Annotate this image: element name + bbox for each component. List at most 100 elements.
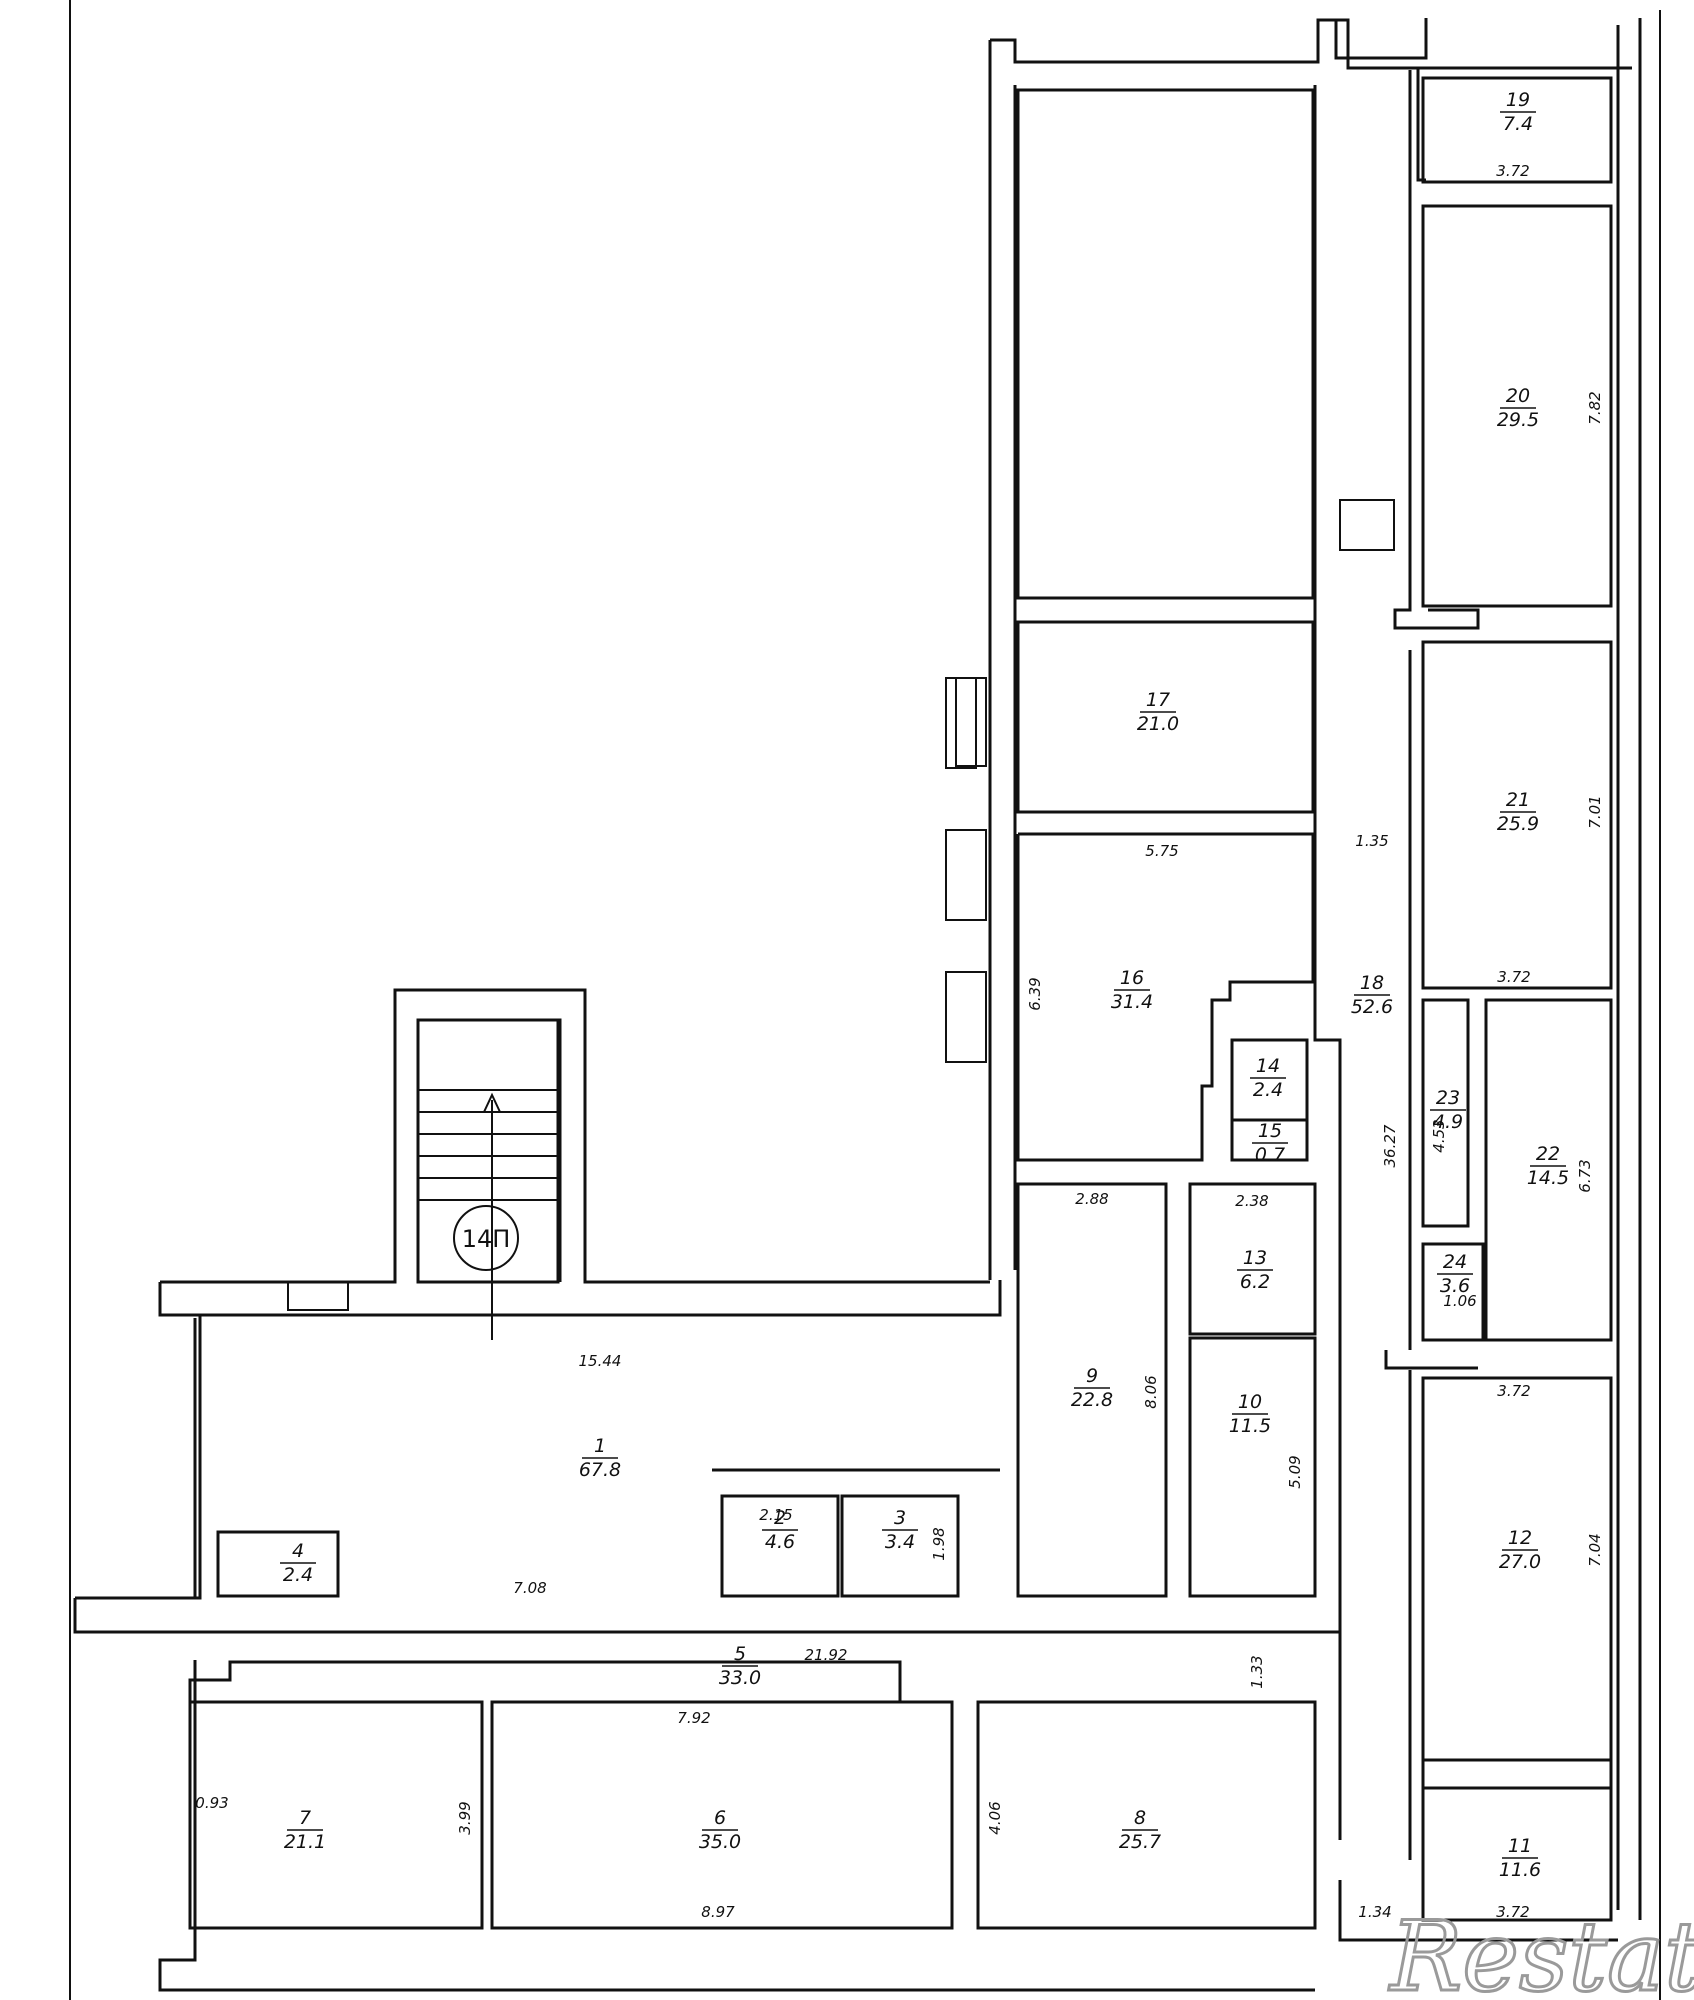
dimension-label: 36.27 — [1381, 1124, 1399, 1167]
dimension-label: 3.72 — [1496, 162, 1529, 180]
room-area: 14.5 — [1527, 1167, 1569, 1189]
dimension-label: 2.88 — [1075, 1190, 1108, 1208]
dimension-label: 0.93 — [195, 1794, 228, 1812]
room-number: 12 — [1508, 1527, 1532, 1549]
room-area: 11.6 — [1499, 1859, 1541, 1881]
room-area: 0.7 — [1255, 1144, 1285, 1166]
room-7 — [188, 1700, 484, 1930]
room-label-7: 721.1 — [284, 1807, 326, 1853]
room-outlines — [188, 76, 1613, 1930]
room-area: 21.1 — [284, 1831, 326, 1853]
dimension-label: 1.98 — [930, 1527, 948, 1560]
room-number: 15 — [1258, 1120, 1282, 1142]
room-label-2: 24.6 — [762, 1507, 798, 1553]
room-number: 16 — [1120, 967, 1144, 989]
dimension-label: 6.73 — [1576, 1159, 1594, 1192]
room-label-14: 142.4 — [1250, 1055, 1286, 1101]
dimension-label: 8.97 — [701, 1903, 735, 1921]
room-number: 21 — [1506, 789, 1530, 811]
room-number: 9 — [1086, 1365, 1098, 1387]
room-area: 35.0 — [699, 1831, 741, 1853]
dimension-label: 4.53 — [1430, 1119, 1448, 1152]
dimension-label: 6.39 — [1026, 977, 1044, 1010]
room-9 — [1016, 1182, 1168, 1598]
room-number: 22 — [1536, 1143, 1560, 1165]
room-number: 4 — [292, 1540, 304, 1562]
room-unlabeled — [1016, 88, 1315, 600]
room-number: 13 — [1243, 1247, 1267, 1269]
dimension-label: 1.35 — [1355, 832, 1388, 850]
room-area: 29.5 — [1497, 409, 1539, 431]
dimension-label: 5.75 — [1145, 842, 1178, 860]
dimension-label: 3.72 — [1497, 1382, 1530, 1400]
room-number: 3 — [894, 1507, 906, 1529]
room-number: 11 — [1508, 1835, 1532, 1857]
room-13 — [1188, 1182, 1317, 1336]
dimension-label: 5.09 — [1286, 1455, 1304, 1488]
room-label-19: 197.4 — [1500, 89, 1536, 135]
room-area: 25.7 — [1119, 1831, 1161, 1853]
room-number: 23 — [1436, 1087, 1460, 1109]
room-19 — [1421, 76, 1613, 184]
room-label-9: 922.8 — [1071, 1365, 1113, 1411]
room-label-6: 635.0 — [699, 1807, 741, 1853]
room-20 — [1421, 204, 1613, 608]
dimension-label: 3.72 — [1497, 968, 1530, 986]
room-12 — [1421, 1376, 1613, 1790]
dimension-label: 7.82 — [1586, 391, 1604, 424]
room-label-8: 825.7 — [1119, 1807, 1161, 1853]
room-area: 33.0 — [719, 1667, 761, 1689]
room-area: 25.9 — [1497, 813, 1539, 835]
room-label-24: 243.6 — [1437, 1251, 1473, 1297]
room-area: 67.8 — [579, 1459, 621, 1481]
dimension-label: 7.92 — [677, 1709, 710, 1727]
room-15 — [1230, 1118, 1309, 1162]
room-label-13: 136.2 — [1237, 1247, 1273, 1293]
room-label-15: 150.7 — [1252, 1120, 1288, 1166]
room-number: 7 — [299, 1807, 311, 1829]
room-23 — [1421, 998, 1470, 1228]
dimension-label: 7.08 — [513, 1579, 546, 1597]
dimension-label: 4.06 — [986, 1801, 1004, 1834]
room-6 — [490, 1700, 954, 1930]
staircase — [287, 499, 1395, 1340]
room-area: 2.4 — [283, 1564, 313, 1586]
room-area: 27.0 — [1499, 1551, 1541, 1573]
watermark: Restate — [1388, 1901, 1694, 2000]
room-area: 22.8 — [1071, 1389, 1113, 1411]
room-number: 5 — [734, 1643, 746, 1665]
room-label-1: 167.8 — [579, 1435, 621, 1481]
stair-mark: 14П — [462, 1225, 511, 1253]
room-area: 52.6 — [1351, 996, 1393, 1018]
room-number: 18 — [1360, 972, 1384, 994]
room-number: 8 — [1134, 1807, 1146, 1829]
room-area: 7.4 — [1503, 113, 1533, 135]
room-11 — [1421, 1758, 1613, 1922]
room-area: 6.2 — [1240, 1271, 1270, 1293]
room-area: 3.6 — [1440, 1275, 1470, 1297]
room-area: 11.5 — [1229, 1415, 1271, 1437]
room-8 — [976, 1700, 1317, 1930]
room-number: 20 — [1506, 385, 1530, 407]
room-area: 2.4 — [1253, 1079, 1283, 1101]
room-area: 4.6 — [765, 1531, 795, 1553]
room-area: 4.9 — [1433, 1111, 1463, 1133]
room-label-4: 42.4 — [280, 1540, 316, 1586]
dimension-label: 1.33 — [1248, 1655, 1266, 1688]
room-number: 14 — [1256, 1055, 1280, 1077]
room-21 — [1421, 640, 1613, 990]
room-label-3: 33.4 — [882, 1507, 918, 1553]
building-walls — [73, 18, 1642, 1992]
dimension-label: 7.04 — [1586, 1533, 1604, 1566]
dimension-label: 8.06 — [1142, 1375, 1160, 1408]
dimension-label: 2.15 — [759, 1506, 792, 1524]
room-number: 1 — [594, 1435, 606, 1457]
dimension-label: 3.72 — [1496, 1903, 1529, 1921]
